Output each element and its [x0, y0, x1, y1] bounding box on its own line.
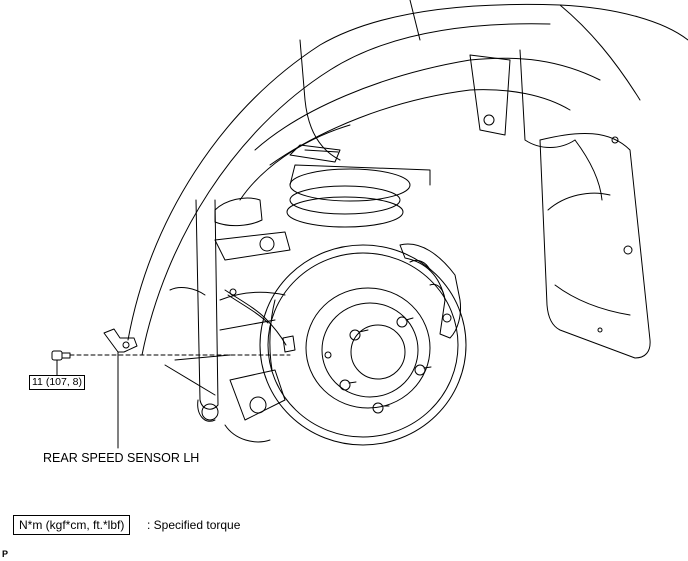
caliper-icon — [399, 243, 461, 339]
sensor-harness — [224, 288, 296, 353]
speed-sensor-icon — [103, 328, 138, 449]
legend-description: : Specified torque — [147, 518, 241, 532]
suspension-arms — [169, 231, 291, 443]
brake-disc-icon — [259, 244, 467, 446]
page-mark: P — [2, 549, 9, 559]
mud-flap-icon — [539, 132, 651, 359]
shock-absorber — [164, 199, 231, 422]
legend-units-box: N*m (kgf*cm, ft.*lbf) — [13, 515, 131, 535]
component-label: REAR SPEED SENSOR LH — [43, 451, 200, 465]
suspension-spring — [214, 144, 431, 228]
fender-bracket — [469, 49, 603, 201]
wheel-house-liner — [239, 57, 601, 201]
torque-spec-label: 11 (107, 8) — [29, 375, 86, 390]
bolt-icon — [51, 350, 71, 379]
wheel-studs — [324, 316, 432, 414]
body-panel — [127, 0, 688, 356]
